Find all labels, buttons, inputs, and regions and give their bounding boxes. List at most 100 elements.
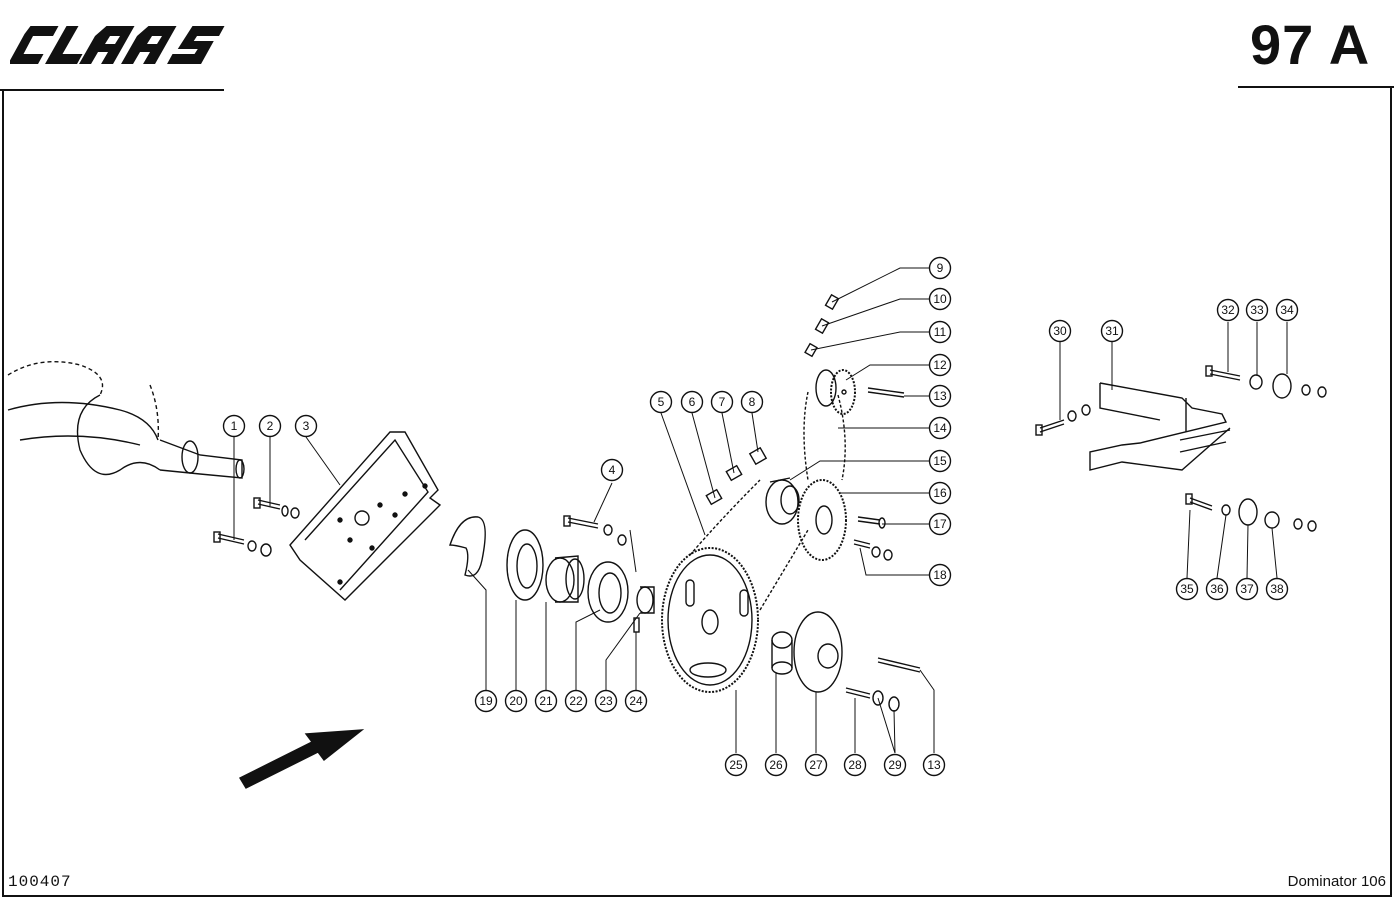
callout-circle — [600, 458, 624, 482]
callout-label: 33 — [1250, 303, 1264, 317]
callout-19: 19 — [474, 689, 498, 713]
callout-label: 30 — [1053, 324, 1067, 338]
claas-logo — [10, 26, 225, 64]
callout-38: 38 — [1265, 577, 1289, 601]
callout-8: 8 — [740, 390, 764, 414]
medium-sprocket — [797, 479, 847, 561]
callout-6: 6 — [680, 390, 704, 414]
callout-circle — [1100, 319, 1124, 343]
callout-circle — [843, 753, 867, 777]
callout-circle — [594, 689, 618, 713]
callout-circle — [564, 689, 588, 713]
callout-circle — [922, 753, 946, 777]
callout-circle — [222, 414, 246, 438]
callout-31: 31 — [1100, 319, 1124, 343]
callout-label: 17 — [933, 517, 947, 531]
callout-label: 18 — [933, 568, 947, 582]
callout-label: 24 — [629, 694, 643, 708]
callout-24: 24 — [624, 689, 648, 713]
hub — [765, 477, 800, 525]
callout-label: 4 — [609, 463, 616, 477]
callout-9: 9 — [928, 256, 952, 280]
drive-chains — [689, 391, 846, 611]
callout-label: 14 — [933, 421, 947, 435]
callout-label: 37 — [1240, 582, 1254, 596]
callout-circle — [294, 414, 318, 438]
callout-label: 21 — [539, 694, 553, 708]
drawing-number: 100407 — [8, 873, 72, 891]
callout-13: 13 — [928, 384, 952, 408]
housing-plate — [289, 431, 442, 601]
callout-35: 35 — [1175, 577, 1199, 601]
callout-label: 19 — [479, 694, 493, 708]
callout-label: 26 — [769, 758, 783, 772]
frame-bottom-border — [2, 895, 1392, 897]
callout-21: 21 — [534, 689, 558, 713]
callout-label: 2 — [267, 419, 274, 433]
callout-22: 22 — [564, 689, 588, 713]
callout-circle — [1235, 577, 1259, 601]
callout-circle — [534, 689, 558, 713]
callout-label: 13 — [927, 758, 941, 772]
callout-4: 4 — [600, 458, 624, 482]
callout-circle — [724, 753, 748, 777]
callout-30: 30 — [1048, 319, 1072, 343]
callout-label: 5 — [658, 395, 665, 409]
callout-3: 3 — [294, 414, 318, 438]
callout-circle — [1245, 298, 1269, 322]
bearing-stack — [449, 516, 655, 633]
callout-33: 33 — [1245, 298, 1269, 322]
callout-circle — [1265, 577, 1289, 601]
callout-10: 10 — [928, 287, 952, 311]
callout-label: 34 — [1280, 303, 1294, 317]
callout-label: 8 — [749, 395, 756, 409]
callout-18: 18 — [928, 563, 952, 587]
callout-34: 34 — [1275, 298, 1299, 322]
page-number: 97 A — [1250, 13, 1371, 76]
callout-label: 32 — [1221, 303, 1235, 317]
frame-right-border — [1390, 86, 1392, 897]
idler-assembly — [771, 611, 921, 712]
bracket — [1035, 365, 1327, 532]
header-rule-right — [1238, 86, 1394, 88]
callout-1: 1 — [222, 414, 246, 438]
callout-label: 10 — [933, 292, 947, 306]
callout-36: 36 — [1205, 577, 1229, 601]
auger-shaft-drawing — [7, 360, 245, 479]
large-sprocket — [661, 547, 759, 693]
header-rule-left — [0, 89, 224, 91]
callout-28: 28 — [843, 753, 867, 777]
callout-circle — [928, 384, 952, 408]
callout-label: 29 — [888, 758, 902, 772]
callout-label: 20 — [509, 694, 523, 708]
callout-16: 16 — [928, 481, 952, 505]
callout-label: 27 — [809, 758, 823, 772]
callout-32: 32 — [1216, 298, 1240, 322]
callout-circle — [928, 512, 952, 536]
callout-label: 38 — [1270, 582, 1284, 596]
callout-circle — [764, 753, 788, 777]
callout-29: 29 — [883, 753, 907, 777]
callout-circle — [649, 390, 673, 414]
callout-circle — [1048, 319, 1072, 343]
callout-label: 31 — [1105, 324, 1119, 338]
callout-11: 11 — [928, 320, 952, 344]
small-sprocket-upper — [815, 369, 856, 415]
callout-label: 6 — [689, 395, 696, 409]
callout-circle — [624, 689, 648, 713]
callout-label: 22 — [569, 694, 583, 708]
callout-label: 23 — [599, 694, 613, 708]
callout-circle — [928, 353, 952, 377]
callout-14: 14 — [928, 416, 952, 440]
callout-circle — [928, 256, 952, 280]
callout-26: 26 — [764, 753, 788, 777]
callout-27: 27 — [804, 753, 828, 777]
callout-label: 12 — [933, 358, 947, 372]
callout-label: 35 — [1180, 582, 1194, 596]
callout-circle — [804, 753, 828, 777]
callout-7: 7 — [710, 390, 734, 414]
callout-label: 25 — [729, 758, 743, 772]
callout-label: 1 — [231, 419, 238, 433]
